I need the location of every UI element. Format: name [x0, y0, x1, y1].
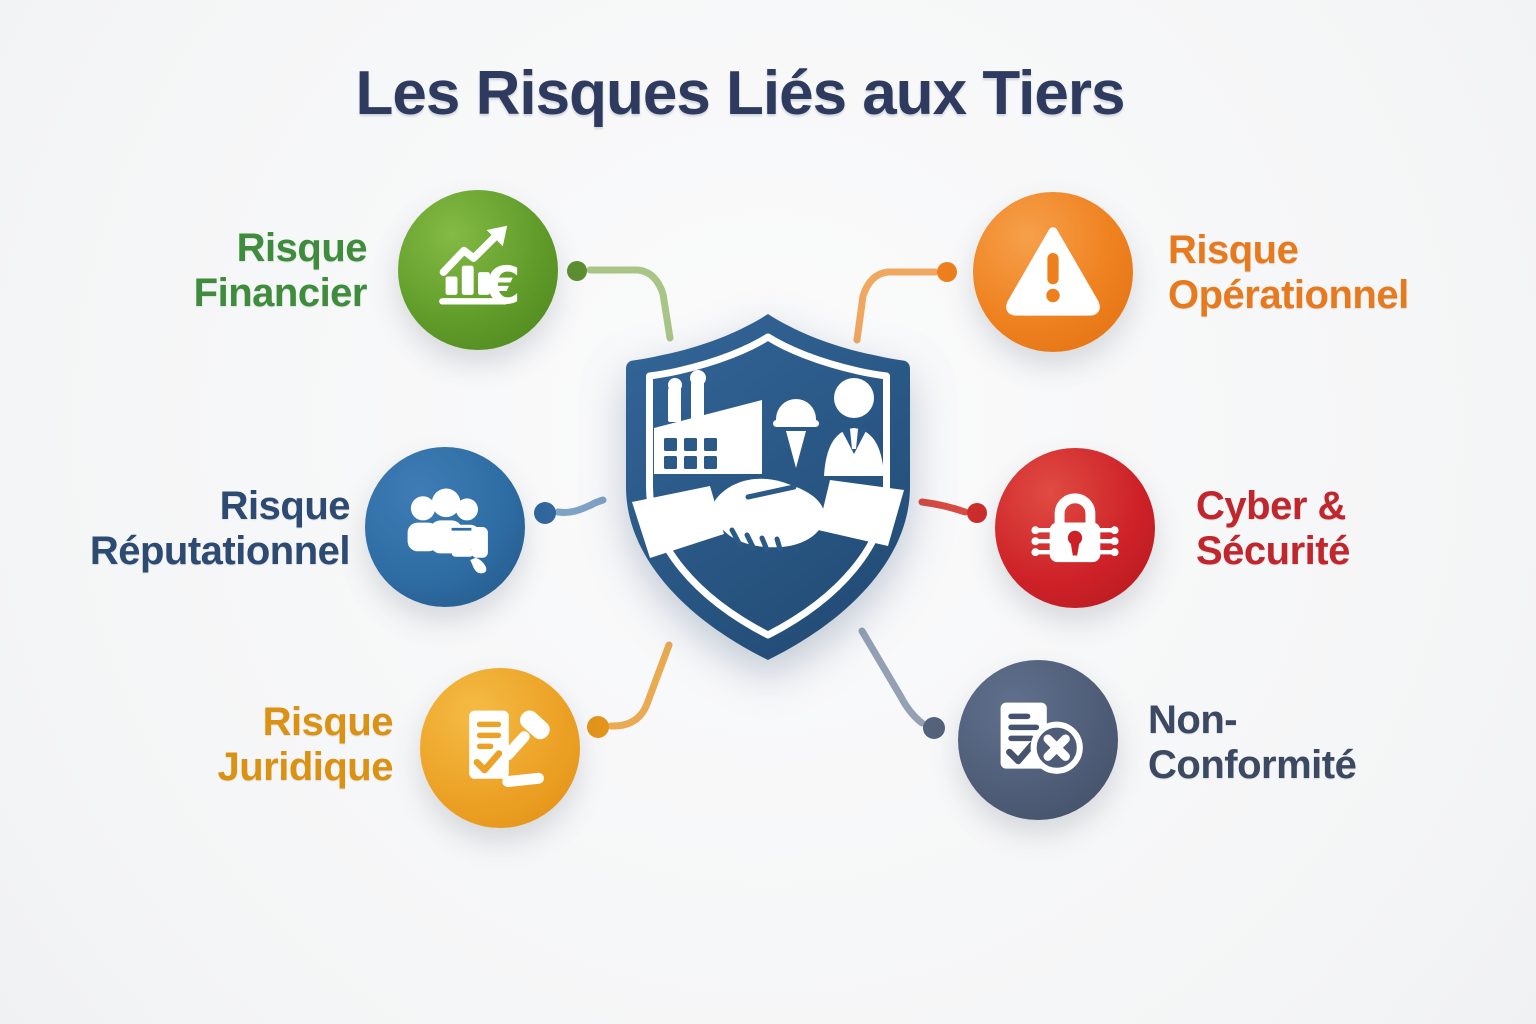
- label-line: Conformité: [1148, 742, 1357, 787]
- connector-financier-dot: [567, 261, 587, 281]
- icon-circle-juridique: [420, 668, 580, 828]
- label-risque-operationnel: Risque Opérationnel: [1168, 228, 1508, 318]
- connector-operationnel-dot: [937, 262, 957, 282]
- hard-hat-worker-icon: [773, 399, 819, 468]
- label-line: Non-: [1148, 698, 1238, 742]
- label-risque-financier: Risque Financier: [95, 226, 368, 316]
- factory-icon: [654, 370, 762, 474]
- document-x-noncompliance-icon: [1000, 702, 1083, 774]
- connector-reputationnel-line: [554, 496, 607, 516]
- connector-cyber-dot: [967, 503, 987, 523]
- label-line: Risque: [219, 484, 351, 528]
- label-line: Juridique: [217, 744, 393, 789]
- label-line: Risque: [236, 226, 368, 270]
- icon-circle-cyber: [995, 448, 1155, 608]
- label-line: Réputationnel: [89, 528, 351, 573]
- label-risque-juridique: Risque Juridique: [140, 700, 393, 790]
- people-thumbs-down-icon: [407, 488, 488, 574]
- icon-circle-nonconformite: [958, 660, 1118, 820]
- icon-circle-financier: €: [398, 190, 558, 350]
- label-non-conformite: Non- Conformité: [1148, 698, 1488, 788]
- document-gavel-icon: [469, 710, 550, 788]
- financial-growth-euro-icon: €: [439, 225, 521, 316]
- shield-inner-border: [646, 333, 890, 639]
- icon-circle-operationnel: [973, 192, 1133, 352]
- connector-juridique-dot: [587, 716, 609, 738]
- label-line: Risque: [1168, 228, 1299, 272]
- label-risque-reputationnel: Risque Réputationnel: [60, 484, 351, 574]
- handshake-icon: [632, 478, 904, 558]
- label-line: Risque: [262, 700, 394, 744]
- page-title: Les Risques Liés aux Tiers: [355, 59, 1126, 128]
- label-line: Sécurité: [1196, 528, 1350, 573]
- label-line: Opérationnel: [1168, 272, 1409, 317]
- label-line: Financier: [193, 270, 368, 315]
- padlock-circuit-icon: [1031, 493, 1119, 563]
- svg-text:€: €: [483, 256, 520, 316]
- warning-triangle-icon: [1006, 227, 1100, 316]
- label-cyber-securite: Cyber & Sécurité: [1196, 484, 1516, 574]
- shield-handshake-icon: [626, 314, 910, 660]
- icon-circle-reputationnel: [365, 447, 525, 607]
- businessman-icon: [824, 378, 884, 476]
- central-shield: [598, 306, 938, 670]
- label-line: Cyber &: [1196, 484, 1346, 528]
- connector-reputationnel-dot: [534, 502, 556, 524]
- connector-nonconformite-dot: [923, 717, 945, 739]
